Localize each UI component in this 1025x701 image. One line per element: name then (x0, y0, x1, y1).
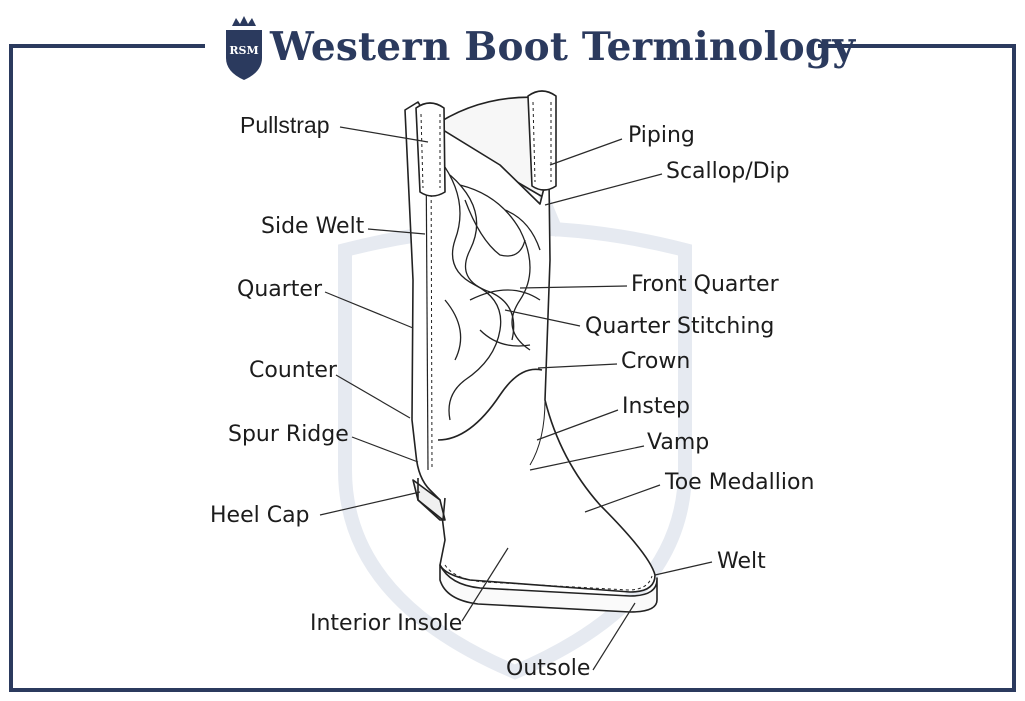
leader-vamp (529, 445, 645, 471)
label-piping: Piping (628, 123, 695, 148)
label-welt: Welt (717, 549, 766, 574)
leader-quarter (324, 291, 414, 329)
label-outsole: Outsole (506, 656, 591, 681)
label-pullstrap: Pullstrap (240, 112, 330, 138)
label-heel-cap: Heel Cap (210, 503, 310, 528)
leader-front-quarter (519, 285, 628, 289)
leader-toe-medallion (584, 484, 661, 513)
pullstrap-left (415, 102, 446, 197)
leader-heel-cap (319, 491, 421, 516)
leader-crown (537, 363, 618, 369)
leader-lines (319, 126, 713, 671)
label-quarter: Quarter (237, 277, 322, 302)
leader-quarter-stitching (504, 309, 581, 327)
leader-scallop-dip (544, 173, 663, 206)
label-instep: Instep (622, 394, 691, 419)
label-toe-medallion: Toe Medallion (665, 470, 815, 495)
leader-welt (654, 561, 713, 576)
leader-interior-insole (461, 547, 509, 622)
logo-crest-icon: RSM (226, 16, 262, 80)
leader-instep (536, 409, 619, 441)
page-title: Western Boot Terminology (270, 24, 856, 70)
leader-pullstrap (339, 126, 429, 143)
boot-illustration (404, 90, 658, 613)
label-front-quarter: Front Quarter (631, 272, 779, 297)
label-crown: Crown (621, 349, 691, 374)
frame (9, 44, 1016, 692)
pullstrap-right (527, 90, 557, 191)
label-scallop-dip: Scallop/Dip (666, 159, 790, 184)
label-interior-insole: Interior Insole (310, 611, 463, 636)
leader-outsole (592, 602, 636, 671)
label-spur-ridge: Spur Ridge (228, 422, 349, 447)
label-quarter-stitching: Quarter Stitching (585, 314, 775, 339)
leader-piping (549, 138, 623, 166)
label-side-welt: Side Welt (261, 214, 365, 239)
label-vamp: Vamp (647, 430, 710, 455)
boot-outsole (439, 564, 658, 613)
leader-spur-ridge (351, 436, 419, 463)
leader-counter (335, 374, 411, 419)
logo-text: RSM (229, 44, 258, 57)
label-counter: Counter (249, 358, 337, 383)
leader-side-welt (367, 228, 426, 235)
